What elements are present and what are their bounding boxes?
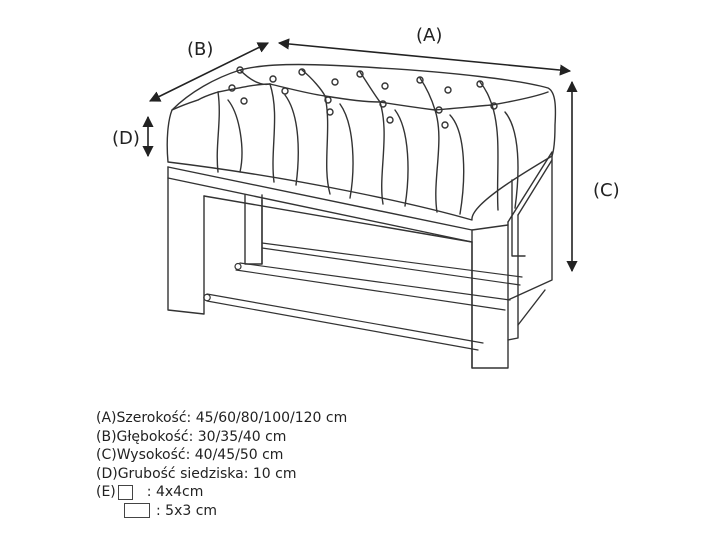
legend-row-e: (E) : 4x4cm (96, 483, 347, 502)
legend-row-c: (C)Wysokość: 40/45/50 cm (96, 446, 347, 465)
dimension-arrow-a (277, 38, 572, 76)
dimension-label-a: (A) (416, 25, 442, 46)
legend-text-d: (D)Grubość siedziska: 10 cm (96, 465, 297, 482)
bench-cushion (166, 63, 557, 221)
shelf-rods (203, 242, 523, 351)
dimension-label-c: (C) (593, 180, 620, 201)
back-frame (244, 179, 526, 265)
bench-drawing (166, 63, 557, 369)
legend-text-a: (A)Szerokość: 45/60/80/100/120 cm (96, 410, 348, 426)
legend-text-e: (E) (96, 484, 116, 501)
dimension-label-d: (D) (112, 128, 140, 149)
legend-text-c: (C)Wysokość: 40/45/50 cm (96, 447, 284, 464)
dimension-label-b: (B) (187, 39, 213, 60)
bench-diagram: (A) (B) (C) (D) (112, 25, 620, 369)
legend-row-b: (B)Głębokość: 30/35/40 cm (96, 428, 347, 447)
legend-text-b: (B)Głębokość: 30/35/40 cm (96, 428, 287, 445)
legend-row-d: (D)Grubość siedziska: 10 cm (96, 465, 347, 484)
legend-size-5x3: : 5x3 cm (156, 502, 218, 519)
leg-profile-square-swatch (117, 484, 133, 500)
legend-row-a: (A)Szerokość: 45/60/80/100/120 cm (96, 409, 347, 428)
legend-row-e2: : 5x3 cm (96, 502, 347, 521)
leg-profile-rect-swatch (124, 503, 150, 519)
legend-size-4x4: : 4x4cm (146, 484, 204, 501)
front-frame (167, 151, 553, 369)
dimensions-legend: (A)Szerokość: 45/60/80/100/120 cm (B)Głę… (96, 409, 347, 521)
dimension-arrows (142, 38, 578, 273)
dimension-arrow-b (148, 42, 270, 102)
